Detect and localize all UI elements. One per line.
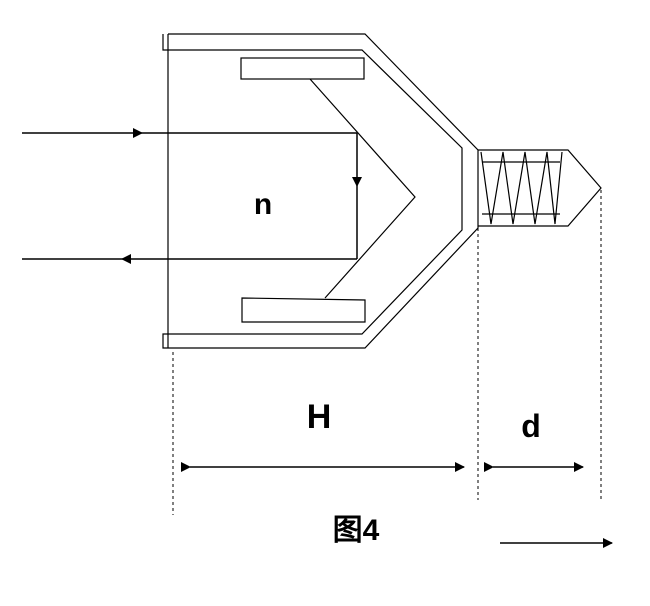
label-H: H — [307, 398, 332, 436]
label-d: d — [521, 408, 541, 444]
housing-outer-contour — [168, 33, 479, 349]
housing-bottom-flange — [162, 333, 168, 349]
threaded-tip — [478, 149, 602, 227]
upper-plate — [240, 57, 365, 80]
thread-inner-line — [482, 161, 560, 215]
inner-chevron — [309, 78, 416, 299]
figure-caption: 图4 — [333, 514, 380, 547]
label-n: n — [254, 188, 272, 221]
housing — [162, 33, 479, 349]
thread-zigzag — [480, 151, 563, 225]
housing-inner-contour — [168, 49, 463, 335]
lower-plate — [241, 297, 366, 323]
housing-top-flange — [162, 34, 168, 51]
tip-outline — [478, 149, 602, 227]
